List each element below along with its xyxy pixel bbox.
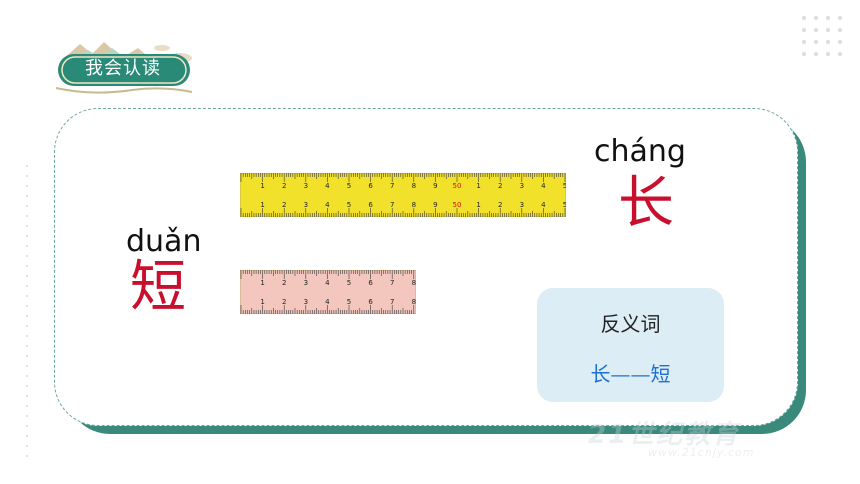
- ruler-label: 4: [325, 182, 330, 190]
- ruler-label: 2: [282, 279, 286, 287]
- ruler-label: 4: [325, 279, 330, 287]
- ruler-label: 5: [563, 182, 566, 190]
- ruler-label: 3: [304, 201, 308, 209]
- ruler-label: 2: [498, 182, 502, 190]
- ruler-label: 2: [282, 201, 286, 209]
- ruler-label: 1: [260, 182, 264, 190]
- section-badge: 我会认读: [52, 38, 198, 98]
- long-ruler: 1122334455667788995050112233445566: [240, 173, 566, 217]
- ruler-label: 7: [390, 279, 394, 287]
- ruler-label: 9: [433, 201, 437, 209]
- ruler-label: 5: [347, 298, 351, 306]
- watermark: 21世纪教育 www.21cnjy.com: [588, 414, 838, 462]
- ruler-label: 8: [412, 201, 416, 209]
- ruler-label: 50: [453, 201, 462, 209]
- ruler-label: 6: [368, 182, 373, 190]
- ruler-label: 4: [325, 298, 330, 306]
- ruler-label: 8: [412, 279, 416, 287]
- hanzi-duan: 短: [130, 255, 186, 320]
- ruler-label: 5: [347, 279, 351, 287]
- ruler-label: 6: [368, 201, 373, 209]
- ruler-label: 3: [520, 182, 524, 190]
- ruler-label: 9: [433, 182, 437, 190]
- ruler-label: 1: [260, 298, 264, 306]
- dot-grid-decoration: [802, 16, 842, 56]
- ruler-label: 7: [390, 298, 394, 306]
- ruler-label: 3: [520, 201, 524, 209]
- ruler-label: 1: [260, 279, 264, 287]
- ruler-label: 1: [260, 201, 264, 209]
- ruler-label: 4: [541, 201, 546, 209]
- ruler-label: 2: [498, 201, 502, 209]
- watermark-logo: 21世纪教育: [588, 420, 741, 450]
- ruler-label: 1: [476, 182, 480, 190]
- ruler-label: 6: [368, 298, 373, 306]
- ruler-label: 4: [325, 201, 330, 209]
- ruler-label: 50: [453, 182, 462, 190]
- ruler-label: 7: [390, 182, 394, 190]
- ruler-label: 5: [563, 201, 566, 209]
- ruler-label: 8: [412, 182, 416, 190]
- ruler-label: 3: [304, 279, 308, 287]
- section-title: 我会认读: [85, 58, 161, 79]
- ruler-label: 2: [282, 298, 286, 306]
- ruler-label: 4: [541, 182, 546, 190]
- antonym-title: 反义词: [600, 312, 661, 336]
- ruler-label: 5: [347, 182, 351, 190]
- hanzi-chang: 长: [618, 171, 674, 236]
- ruler-label: 2: [282, 182, 286, 190]
- antonym-pair: 长——短: [590, 362, 671, 386]
- ruler-label: 3: [304, 298, 308, 306]
- ruler-label: 8: [412, 298, 416, 306]
- pinyin-duan: duǎn: [126, 224, 202, 259]
- dotted-line-decoration: [26, 165, 28, 465]
- ruler-body: [240, 173, 566, 217]
- mountain-badge-icon: [55, 42, 193, 94]
- ruler-label: 1: [476, 201, 480, 209]
- ruler-label: 6: [368, 279, 373, 287]
- ruler-label: 5: [347, 201, 351, 209]
- ruler-body: [240, 270, 416, 314]
- ruler-label: 3: [304, 182, 308, 190]
- pinyin-chang: cháng: [594, 134, 686, 169]
- antonym-box: 反义词 长——短: [537, 288, 724, 402]
- ruler-label: 7: [390, 201, 394, 209]
- watermark-url: www.21cnjy.com: [648, 446, 755, 459]
